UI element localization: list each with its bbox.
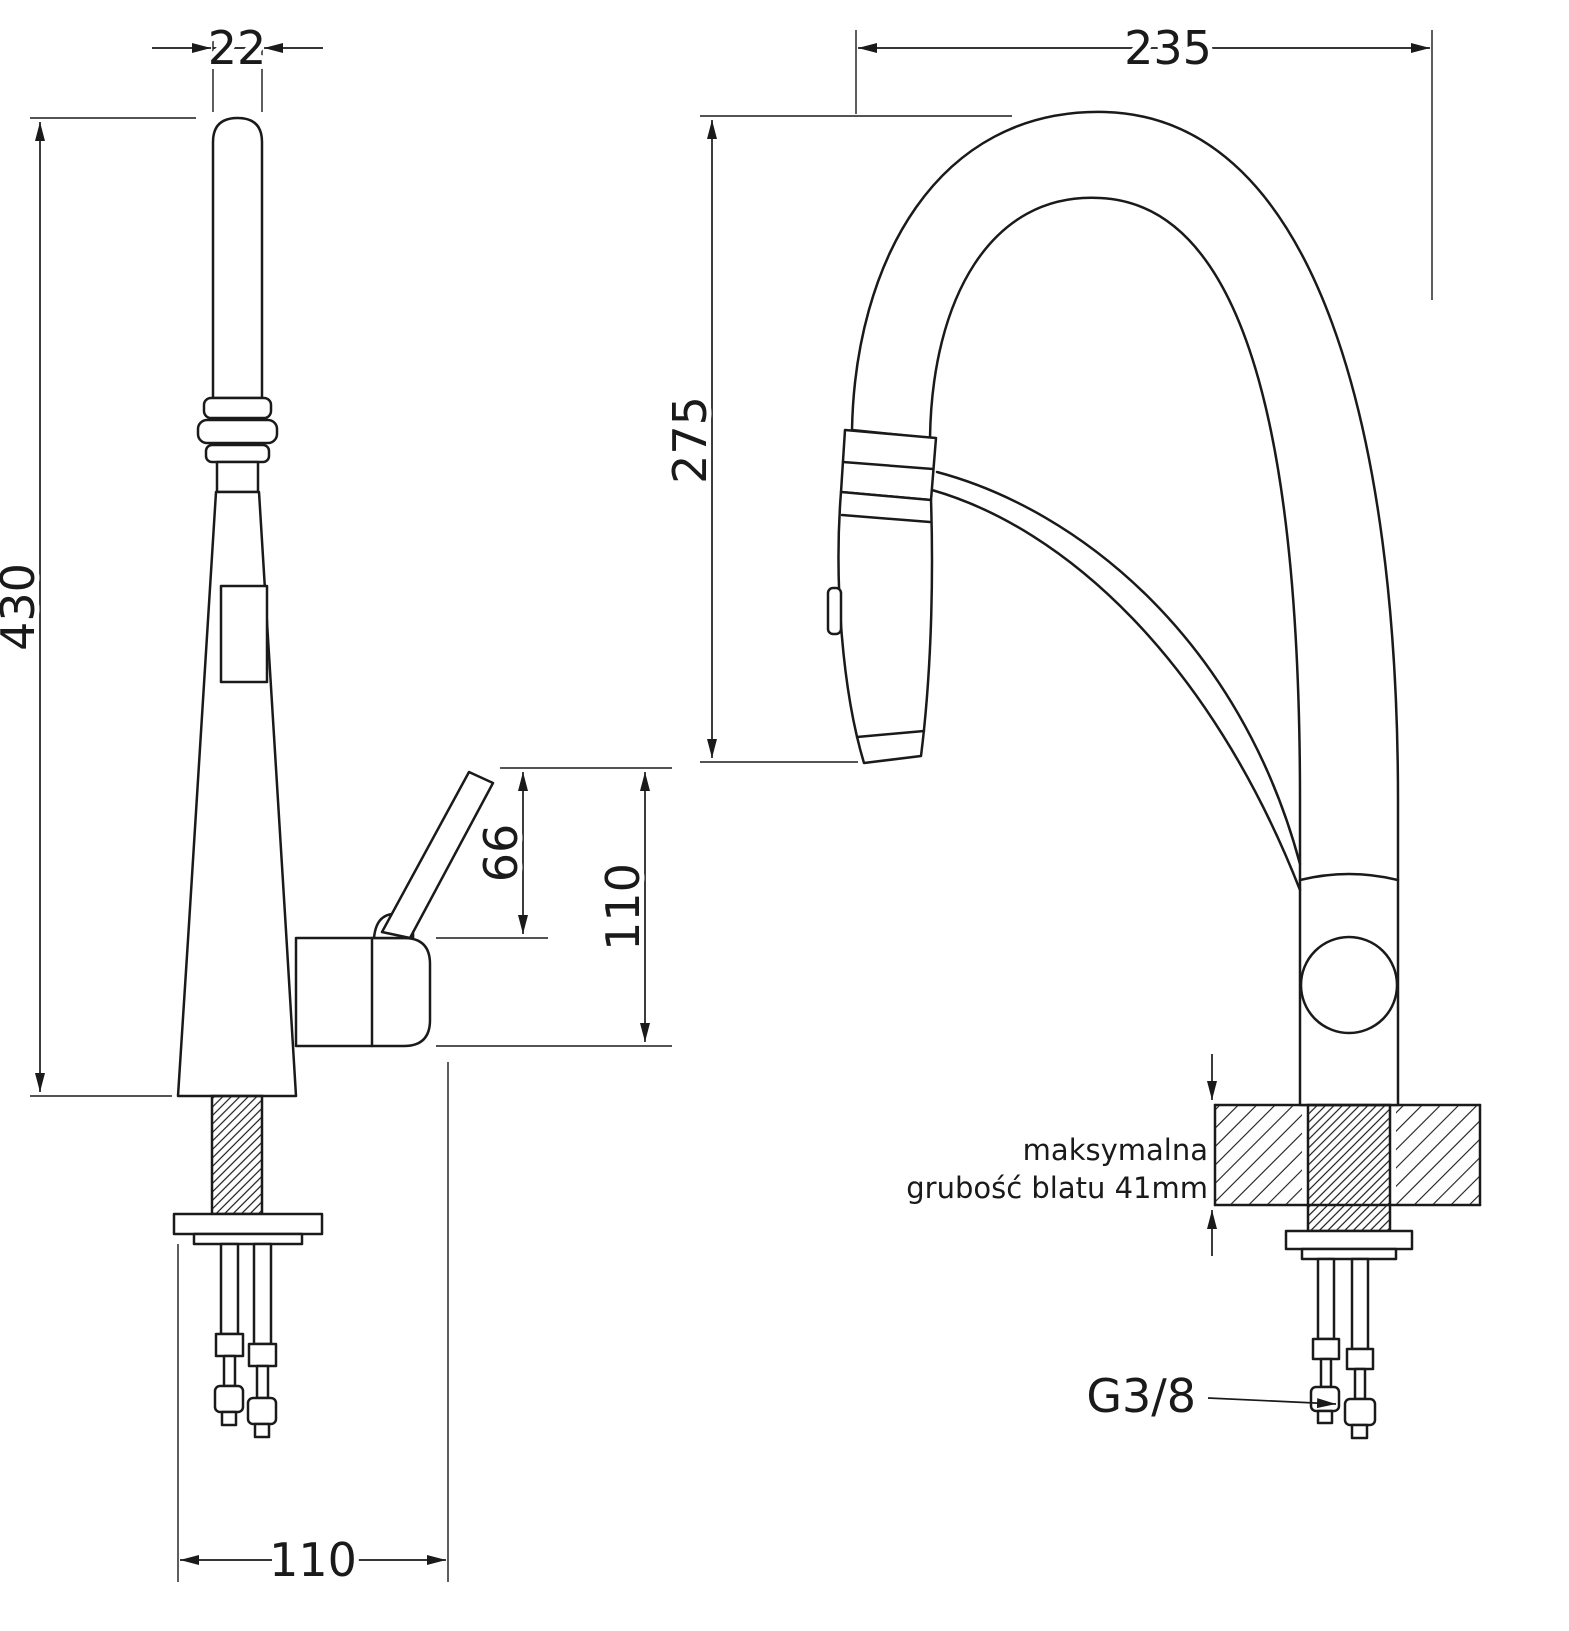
body-display-panel: [219, 584, 269, 684]
hose-right-view-2-connector: [1345, 1347, 1375, 1371]
base-ball-joint: [1299, 935, 1399, 1035]
dim-110-handle-label: 110: [596, 863, 650, 951]
threaded-stem-right: [1306, 1103, 1392, 1233]
right-view: 235 275 maksymalna grubość blatu 41mm G3…: [658, 16, 1482, 1440]
spray-head-divider: [840, 513, 932, 524]
hose-right-connector: [247, 1342, 278, 1368]
threaded-stem: [210, 1094, 264, 1216]
dim-235-label: 235: [1124, 21, 1212, 75]
left-view: 22 430 66 110 110: [0, 16, 672, 1592]
dim-handle-height: 110: [436, 772, 672, 1047]
collar-ring-3: [204, 443, 271, 464]
spray-head-aerator-line: [855, 729, 926, 739]
hose-right-view-2-tip: [1350, 1423, 1369, 1440]
hose-left-pipe: [222, 1354, 237, 1388]
hose-left-tip: [220, 1410, 238, 1427]
collar-neck: [215, 460, 260, 494]
pulldown-hose-inner: [930, 488, 1302, 892]
hose-left-nut: [213, 1384, 245, 1414]
dim-total-height: 430: [0, 117, 196, 1097]
spray-head-button: [826, 586, 843, 636]
mounting-plate-right: [1284, 1229, 1414, 1251]
hose-right-view-1-fitting: [1309, 1385, 1341, 1413]
dim-spout-reach: 235: [855, 16, 1433, 300]
thread-size-label: G3/8: [1081, 1364, 1337, 1428]
dim-110-base-label: 110: [269, 1533, 357, 1587]
hose-right-view-1-connector: [1311, 1337, 1341, 1361]
spout-pipe: [211, 116, 264, 400]
note-line-1: maksymalna: [1023, 1133, 1208, 1167]
hose-left-connector: [214, 1332, 245, 1358]
g38-arrow: [1207, 1397, 1337, 1409]
gooseneck-spout: [850, 110, 1400, 1107]
hose-right-pipe: [255, 1364, 270, 1400]
mounting-plate: [172, 1212, 324, 1236]
dim-430-label: 430: [0, 563, 45, 651]
mounting-washer: [192, 1232, 304, 1246]
spray-head-body: [837, 490, 934, 765]
dim-22-label: 22: [208, 21, 267, 75]
dim-base-width: 110: [177, 1062, 449, 1592]
collar-ring-1: [202, 396, 273, 420]
spray-head-collar-line: [841, 460, 935, 471]
handle-lever: [380, 770, 495, 940]
hose-right-view-1-pipe: [1319, 1357, 1333, 1389]
dim-275-label: 275: [663, 396, 717, 484]
hose-right-view-1-tip: [1316, 1409, 1334, 1425]
countertop-hatch-right: [1396, 1106, 1479, 1204]
note-line-2: grubość blatu 41mm: [906, 1171, 1208, 1205]
base-joint-line: [1298, 872, 1400, 882]
left-faucet-drawing: [172, 116, 495, 1439]
hose-left: [219, 1242, 240, 1336]
pulldown-hose-outer: [935, 470, 1302, 866]
hose-right-view-2: [1350, 1257, 1370, 1351]
countertop-hatch-left: [1216, 1106, 1302, 1204]
dim-lever-height: 66: [436, 767, 672, 939]
dim-spout-height: 275: [658, 115, 1012, 763]
countertop-note: maksymalna grubość blatu 41mm: [903, 1054, 1217, 1256]
hose-right: [252, 1242, 273, 1346]
hose-right-view-1: [1316, 1257, 1336, 1341]
hose-right-view-2-nut: [1343, 1397, 1377, 1427]
handle-cylinder: [294, 936, 432, 1048]
dim-spout-pipe-width: 22: [152, 16, 323, 112]
mounting-washer-right: [1300, 1247, 1398, 1261]
faucet-body: [176, 490, 298, 1098]
dim-66-label: 66: [474, 824, 528, 883]
hose-right-nut: [246, 1396, 278, 1426]
hose-right-view-2-pipe: [1353, 1367, 1367, 1401]
collar-ring-2: [196, 418, 279, 445]
countertop: [1213, 1103, 1482, 1207]
right-faucet-drawing: [826, 110, 1414, 1440]
hose-right-tip: [253, 1422, 271, 1439]
g38-label: G3/8: [1086, 1369, 1196, 1423]
